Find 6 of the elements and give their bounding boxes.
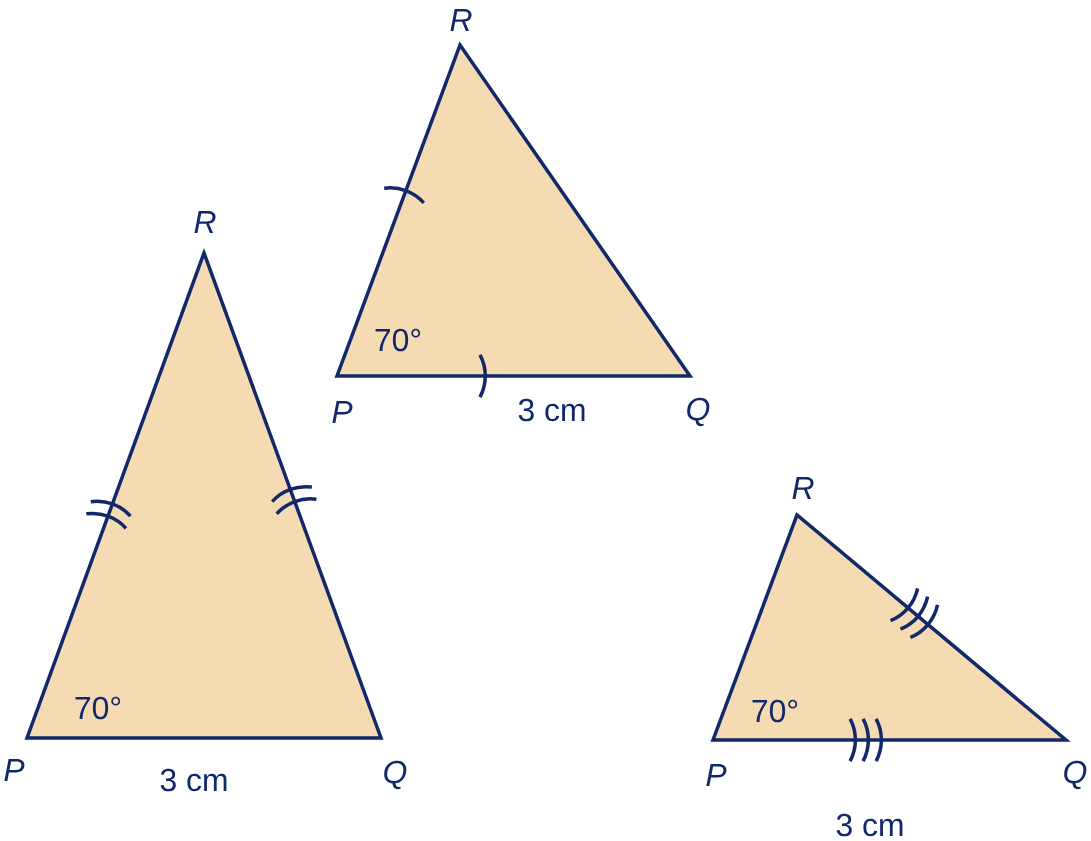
vertex-label: Q <box>1064 760 1087 790</box>
vertex-label: Q <box>384 760 407 790</box>
vertex-label: P <box>332 401 353 423</box>
vertex-label: P <box>4 759 25 781</box>
vertex-label: Q <box>687 397 710 427</box>
vertex-label: P <box>706 764 727 786</box>
